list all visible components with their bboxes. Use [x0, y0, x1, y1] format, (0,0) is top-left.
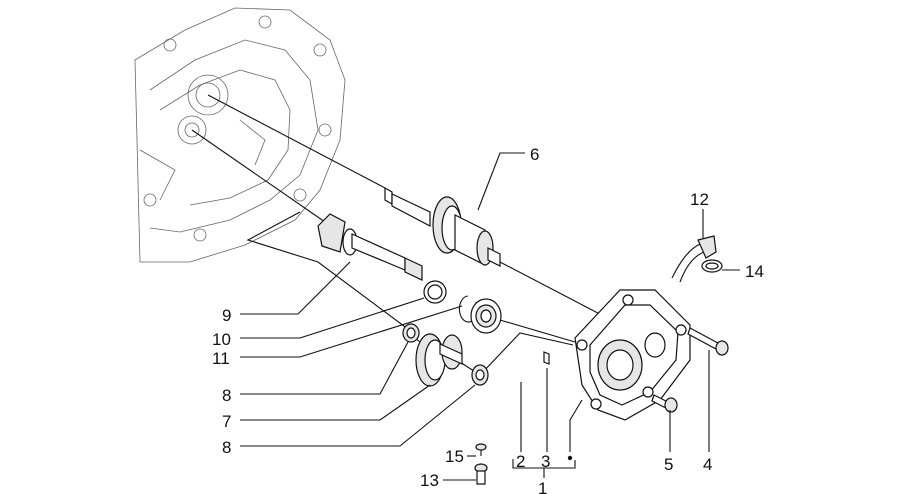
callout-12: 12 [690, 190, 709, 209]
part-washer-15 [475, 443, 487, 456]
part-clamp-14 [701, 259, 723, 273]
part-bearing [470, 298, 502, 334]
part-pin-3 [543, 351, 550, 365]
callout-8-lower: 8 [222, 438, 231, 457]
callout-13: 13 [420, 471, 439, 490]
part-gear-7 [415, 333, 463, 387]
part-bolt-4 [687, 327, 729, 356]
callout-6: 6 [530, 145, 539, 164]
callout-7: 7 [222, 412, 231, 431]
callout-8-upper: 8 [222, 386, 231, 405]
part-cover-2 [574, 289, 691, 421]
part-shaft-gear-6 [384, 186, 501, 267]
callout-11: 11 [212, 349, 230, 368]
callout-9: 9 [222, 306, 231, 325]
part-pinion-shaft-9 [317, 213, 423, 281]
callout-1: 1 [538, 479, 547, 494]
callout-labels: 6 9 10 11 8 7 8 2 3 1 4 5 12 14 15 13 [212, 145, 764, 494]
leader-lines [240, 152, 740, 481]
callout-2: 2 [516, 452, 525, 471]
part-hose-12 [671, 235, 717, 283]
callout-15: 15 [445, 447, 464, 466]
part-ring-10 [423, 280, 447, 304]
part-bushing-8-lower [471, 364, 489, 386]
callout-3: 3 [541, 452, 550, 471]
part-screw-13 [474, 463, 488, 485]
callout-4: 4 [703, 455, 712, 474]
part-bushing-8-upper [402, 323, 420, 343]
part-bolt-5 [651, 394, 678, 413]
callout-14: 14 [745, 262, 764, 281]
callout-5: 5 [664, 455, 673, 474]
callout-10: 10 [212, 330, 231, 349]
engine-casing [134, 7, 346, 263]
